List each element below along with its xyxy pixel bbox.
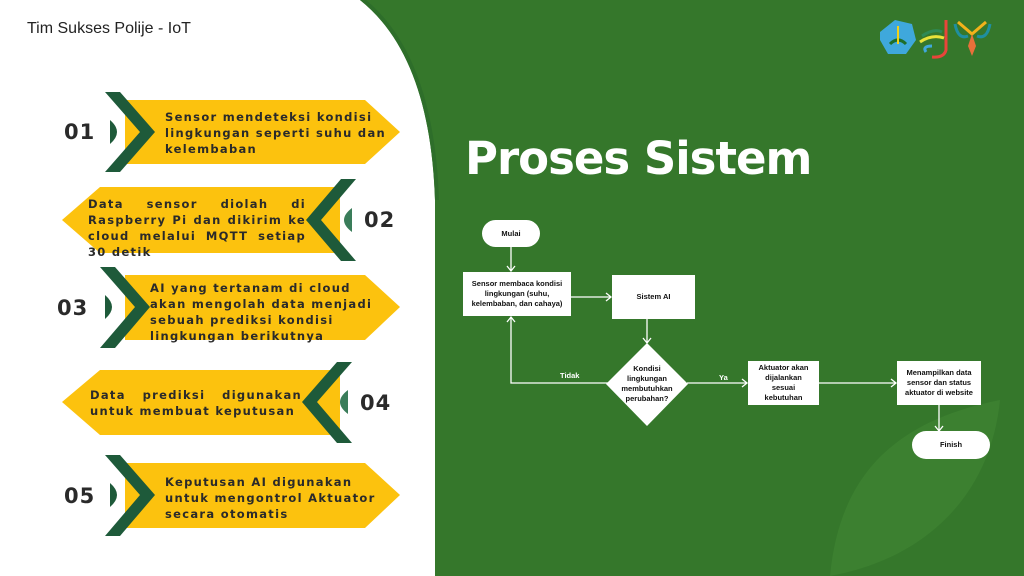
yes-label: Ya [719, 373, 728, 382]
step-number: 04 [360, 391, 392, 415]
flow-decision: Kondisi lingkungan membutuhkan perubahan… [621, 364, 673, 403]
step-text: Sensor mendeteksi kondisi lingkungan sep… [165, 110, 386, 156]
decision-diamond [606, 343, 688, 426]
step-number: 03 [57, 296, 89, 320]
step-03-shape [100, 267, 400, 348]
step-04-shape [62, 362, 352, 443]
step-text: Keputusan AI digunakan untuk mengontrol … [165, 475, 376, 521]
panel-edge [360, 0, 439, 200]
step-number: 01 [64, 120, 96, 144]
step-number: 05 [64, 484, 96, 508]
step-05-shape [105, 455, 400, 536]
step-text: Data prediksi digunakan untuk membuat ke… [90, 388, 302, 418]
leaf-decoration [830, 400, 1000, 576]
header-title: Tim Sukses Polije - IoT [27, 20, 191, 37]
no-label: Tidak [560, 371, 580, 380]
step-02-shape [62, 179, 356, 261]
step-text: AI yang tertanam di cloud akan mengolah … [150, 281, 373, 343]
step-number: 02 [364, 208, 396, 232]
flow-sensor: Sensor membaca kondisi lingkungan (suhu,… [463, 272, 571, 316]
j-swoosh-logo [919, 20, 948, 59]
flowchart-connectors [506, 247, 944, 433]
winged-figure-logo [953, 20, 992, 56]
flow-end: Finish [912, 431, 990, 459]
flow-ai: Sistem AI [612, 275, 695, 319]
flow-display: Menampilkan data sensor dan status aktua… [897, 361, 981, 405]
flow-actuator: Aktuator akan dijalankan sesuai kebutuha… [748, 361, 819, 405]
step-text: Data sensor diolah di Raspberry Pi dan d… [88, 197, 306, 259]
flow-start: Mulai [482, 220, 540, 247]
polije-logo [880, 20, 916, 54]
page-title: Proses Sistem [465, 132, 812, 185]
step-01-shape [105, 92, 400, 172]
